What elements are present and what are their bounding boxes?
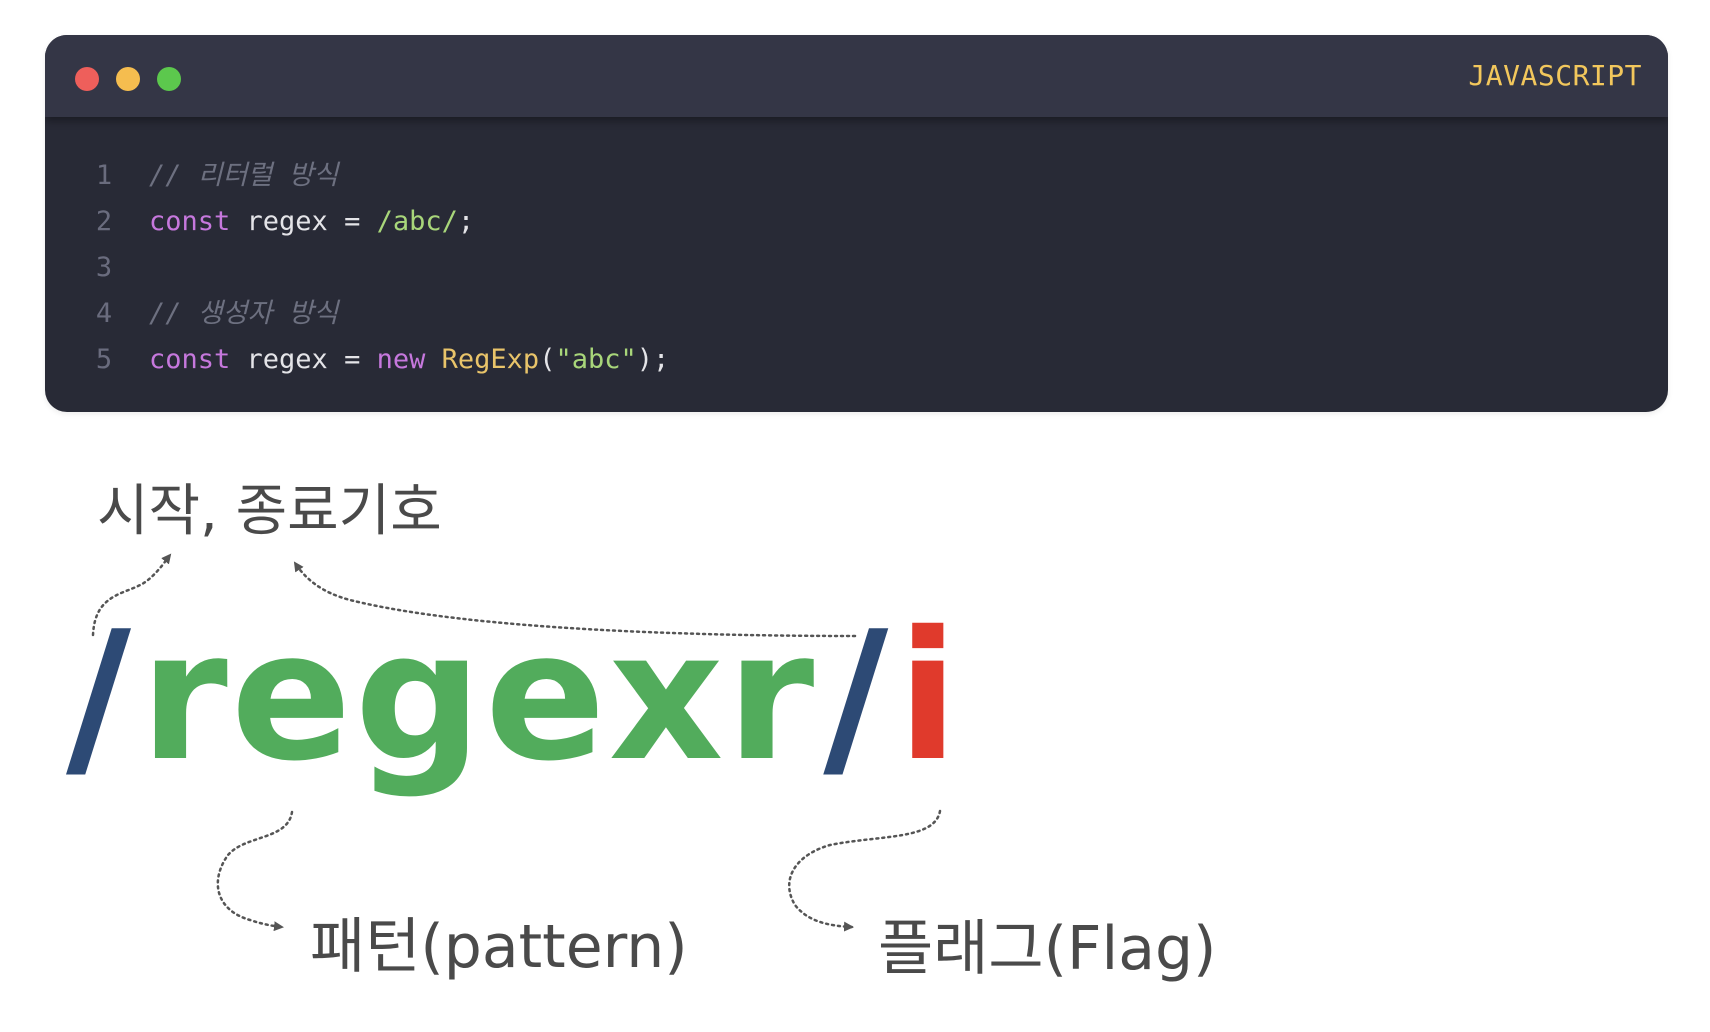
regex-example: /regexr/i: [60, 608, 961, 786]
code-token-keyword: const: [149, 344, 231, 375]
line-number: 2: [95, 206, 113, 237]
language-label: JAVASCRIPT: [1468, 59, 1642, 92]
regex-part-delimiter: /: [66, 593, 135, 800]
arrow-pattern: [216, 810, 294, 932]
code-token-comment: // 리터럴 방식: [149, 160, 339, 191]
code-token-identifier: regex =: [230, 206, 377, 237]
code-token-punct: );: [636, 344, 670, 375]
code-token-identifier: regex =: [230, 344, 377, 375]
regex-part-delimiter: /: [823, 593, 892, 800]
code-token-string: "abc": [555, 344, 637, 375]
code-token-regex-literal: /abc/: [376, 206, 458, 237]
arrow-flag: [788, 809, 942, 932]
code-text: // 리터럴 방식: [149, 153, 338, 199]
code-text: // 생성자 방식: [149, 291, 338, 337]
code-token-class-name: RegExp: [441, 344, 540, 375]
minimize-dot-icon[interactable]: [116, 67, 140, 91]
line-number: 1: [95, 160, 113, 191]
line-number: 5: [95, 344, 113, 375]
maximize-dot-icon[interactable]: [157, 67, 181, 91]
arrow-delimiter-left: [91, 553, 172, 637]
code-title-bar: JAVASCRIPT: [45, 35, 1668, 117]
line-number: 3: [95, 252, 113, 283]
regex-part-pattern: regexr: [140, 593, 818, 800]
pattern-label: 패턴(pattern): [310, 912, 688, 982]
regex-diagram: 시작, 종료기호 /regexr/i 패턴(pattern) 플래그(Flag): [0, 430, 1710, 1030]
delimiter-label: 시작, 종료기호: [97, 479, 442, 544]
code-token-punct: (: [539, 344, 556, 375]
diagram-arrows: [91, 553, 942, 932]
code-text: const regex = new RegExp("abc");: [149, 337, 669, 383]
code-token-keyword: new: [376, 344, 426, 375]
code-token-identifier: [425, 344, 441, 375]
arrow-delimiter-right: [293, 561, 857, 638]
code-token-punct: ;: [457, 206, 475, 237]
flag-label: 플래그(Flag): [878, 914, 1217, 984]
close-dot-icon[interactable]: [75, 67, 99, 91]
line-number: 4: [95, 298, 113, 329]
code-window: JAVASCRIPT 1 // 리터럴 방식 2 const regex = /abc…: [45, 35, 1668, 412]
code-token-keyword: const: [149, 206, 231, 237]
code-text: const regex = /abc/;: [149, 199, 474, 245]
regex-part-flag: i: [897, 593, 962, 800]
code-token-comment: // 생성자 방식: [149, 298, 339, 329]
